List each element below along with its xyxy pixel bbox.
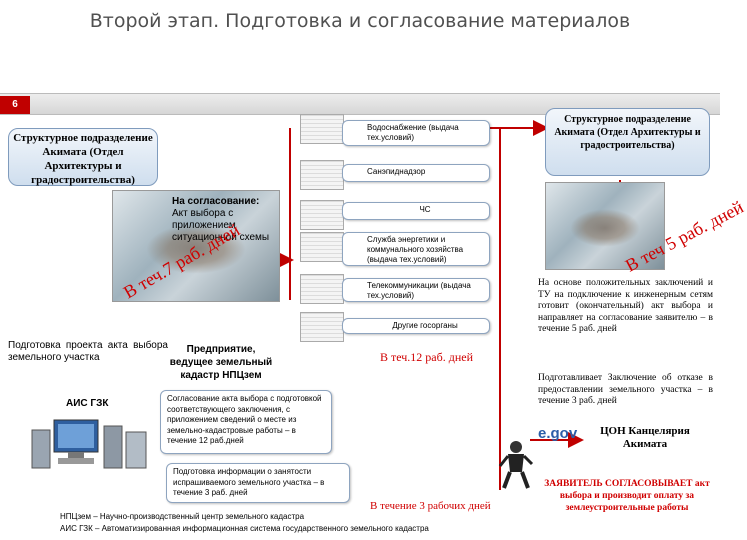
service-sanepid: Санэпиднадзор bbox=[342, 164, 490, 182]
applicant-text: ЗАЯВИТЕЛЬ СОГЛАСОВЫВАЕТ акт выбора и про… bbox=[544, 479, 710, 513]
ais-gzk-label: АИС ГЗК bbox=[66, 398, 109, 409]
deadline-12-days: В теч.12 раб. дней bbox=[380, 350, 474, 364]
meeting-photo-right bbox=[545, 182, 665, 270]
right-conclusion-text: На основе положительных заключений и ТУ … bbox=[538, 278, 713, 334]
con-label: ЦОН Канцелярия Акимата bbox=[600, 425, 690, 450]
enterprise-text: Предприятие, ведущее земельный кадастр Н… bbox=[169, 344, 273, 381]
service-thumb-5 bbox=[300, 274, 344, 304]
service-telecom: Телекоммуникации (выдача тех.условий) bbox=[342, 278, 490, 302]
service-energy: Служба энергетики и коммунального хозяйс… bbox=[342, 232, 490, 266]
page-title: Второй этап. Подготовка и согласование м… bbox=[89, 10, 631, 32]
agreement-block: На согласование: Акт выбора с приложение… bbox=[172, 196, 282, 244]
service-thumb-4 bbox=[300, 232, 344, 262]
service-thumb-2 bbox=[300, 160, 344, 190]
prep-project-text: Подготовка проекта акта выбора земельног… bbox=[8, 340, 168, 363]
slide-header-bar bbox=[0, 93, 720, 115]
service-thumb-6 bbox=[300, 312, 344, 342]
computers-icon bbox=[30, 412, 150, 472]
left-structural-unit-box: Структурное подразделение Акимата (Отдел… bbox=[8, 128, 158, 186]
agreement-heading: На согласование: bbox=[172, 196, 260, 207]
meeting-photo-left bbox=[112, 190, 280, 302]
service-thumb-3 bbox=[300, 200, 344, 230]
right-structural-unit-label: Структурное подразделение Акимата (Отдел… bbox=[554, 114, 701, 151]
businessman-icon bbox=[498, 440, 534, 490]
agreement-body: Акт выбора с приложением ситуационной сх… bbox=[172, 208, 270, 243]
service-water: Водоснабжение (выдача тех.условий) bbox=[342, 120, 490, 146]
service-thumb-1 bbox=[300, 114, 344, 144]
cadastre-note: Согласование акта выбора с подготовкой с… bbox=[160, 390, 332, 454]
left-structural-unit-label: Структурное подразделение Акимата (Отдел… bbox=[13, 132, 153, 186]
deadline-3-days: В течение 3 рабочих дней bbox=[370, 500, 491, 512]
footer-aisgzk: АИС ГЗК – Автоматизированная информацион… bbox=[60, 524, 429, 533]
service-other: Другие госорганы bbox=[342, 318, 490, 334]
footer-npczem: НПЦзем – Научно-производственный центр з… bbox=[60, 512, 305, 521]
info-note: Подготовка информации о занятости испраш… bbox=[166, 463, 350, 503]
egov-logo: e.gov bbox=[538, 425, 578, 442]
slide-number: 6 bbox=[0, 96, 30, 114]
service-emergency: ЧС bbox=[342, 202, 490, 220]
right-refusal-text: Подготавливает Заключение об отказе в пр… bbox=[538, 373, 713, 406]
right-structural-unit-box: Структурное подразделение Акимата (Отдел… bbox=[545, 108, 710, 176]
